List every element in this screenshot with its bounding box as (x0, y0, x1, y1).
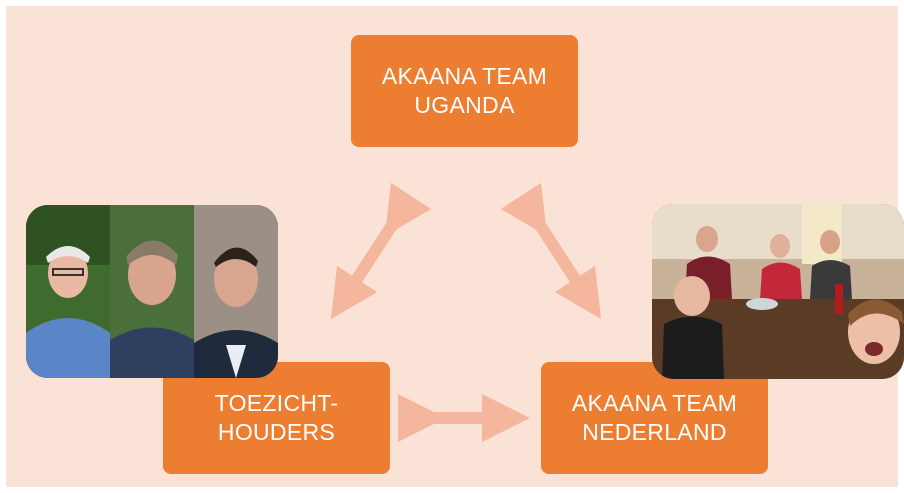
akaana-team-uganda-label: AKAANA TEAM UGANDA (381, 63, 548, 118)
double-arrow-right (500, 182, 602, 320)
slide-canvas: AKAANA TEAM UGANDA TOEZICHT- HOUDERS AKA… (6, 6, 904, 487)
team-nederland-photo (652, 204, 904, 379)
relationship-arrows (330, 182, 602, 442)
double-arrow-left (330, 182, 432, 320)
akaana-team-uganda-box: AKAANA TEAM UGANDA (351, 35, 578, 147)
akaana-team-nederland-box: AKAANA TEAM NEDERLAND (541, 362, 768, 474)
supervisors-photo (26, 205, 278, 378)
toezichthouders-label: TOEZICHT- HOUDERS (214, 390, 339, 445)
toezichthouders-box: TOEZICHT- HOUDERS (163, 362, 390, 474)
akaana-team-nederland-label: AKAANA TEAM NEDERLAND (571, 390, 738, 445)
